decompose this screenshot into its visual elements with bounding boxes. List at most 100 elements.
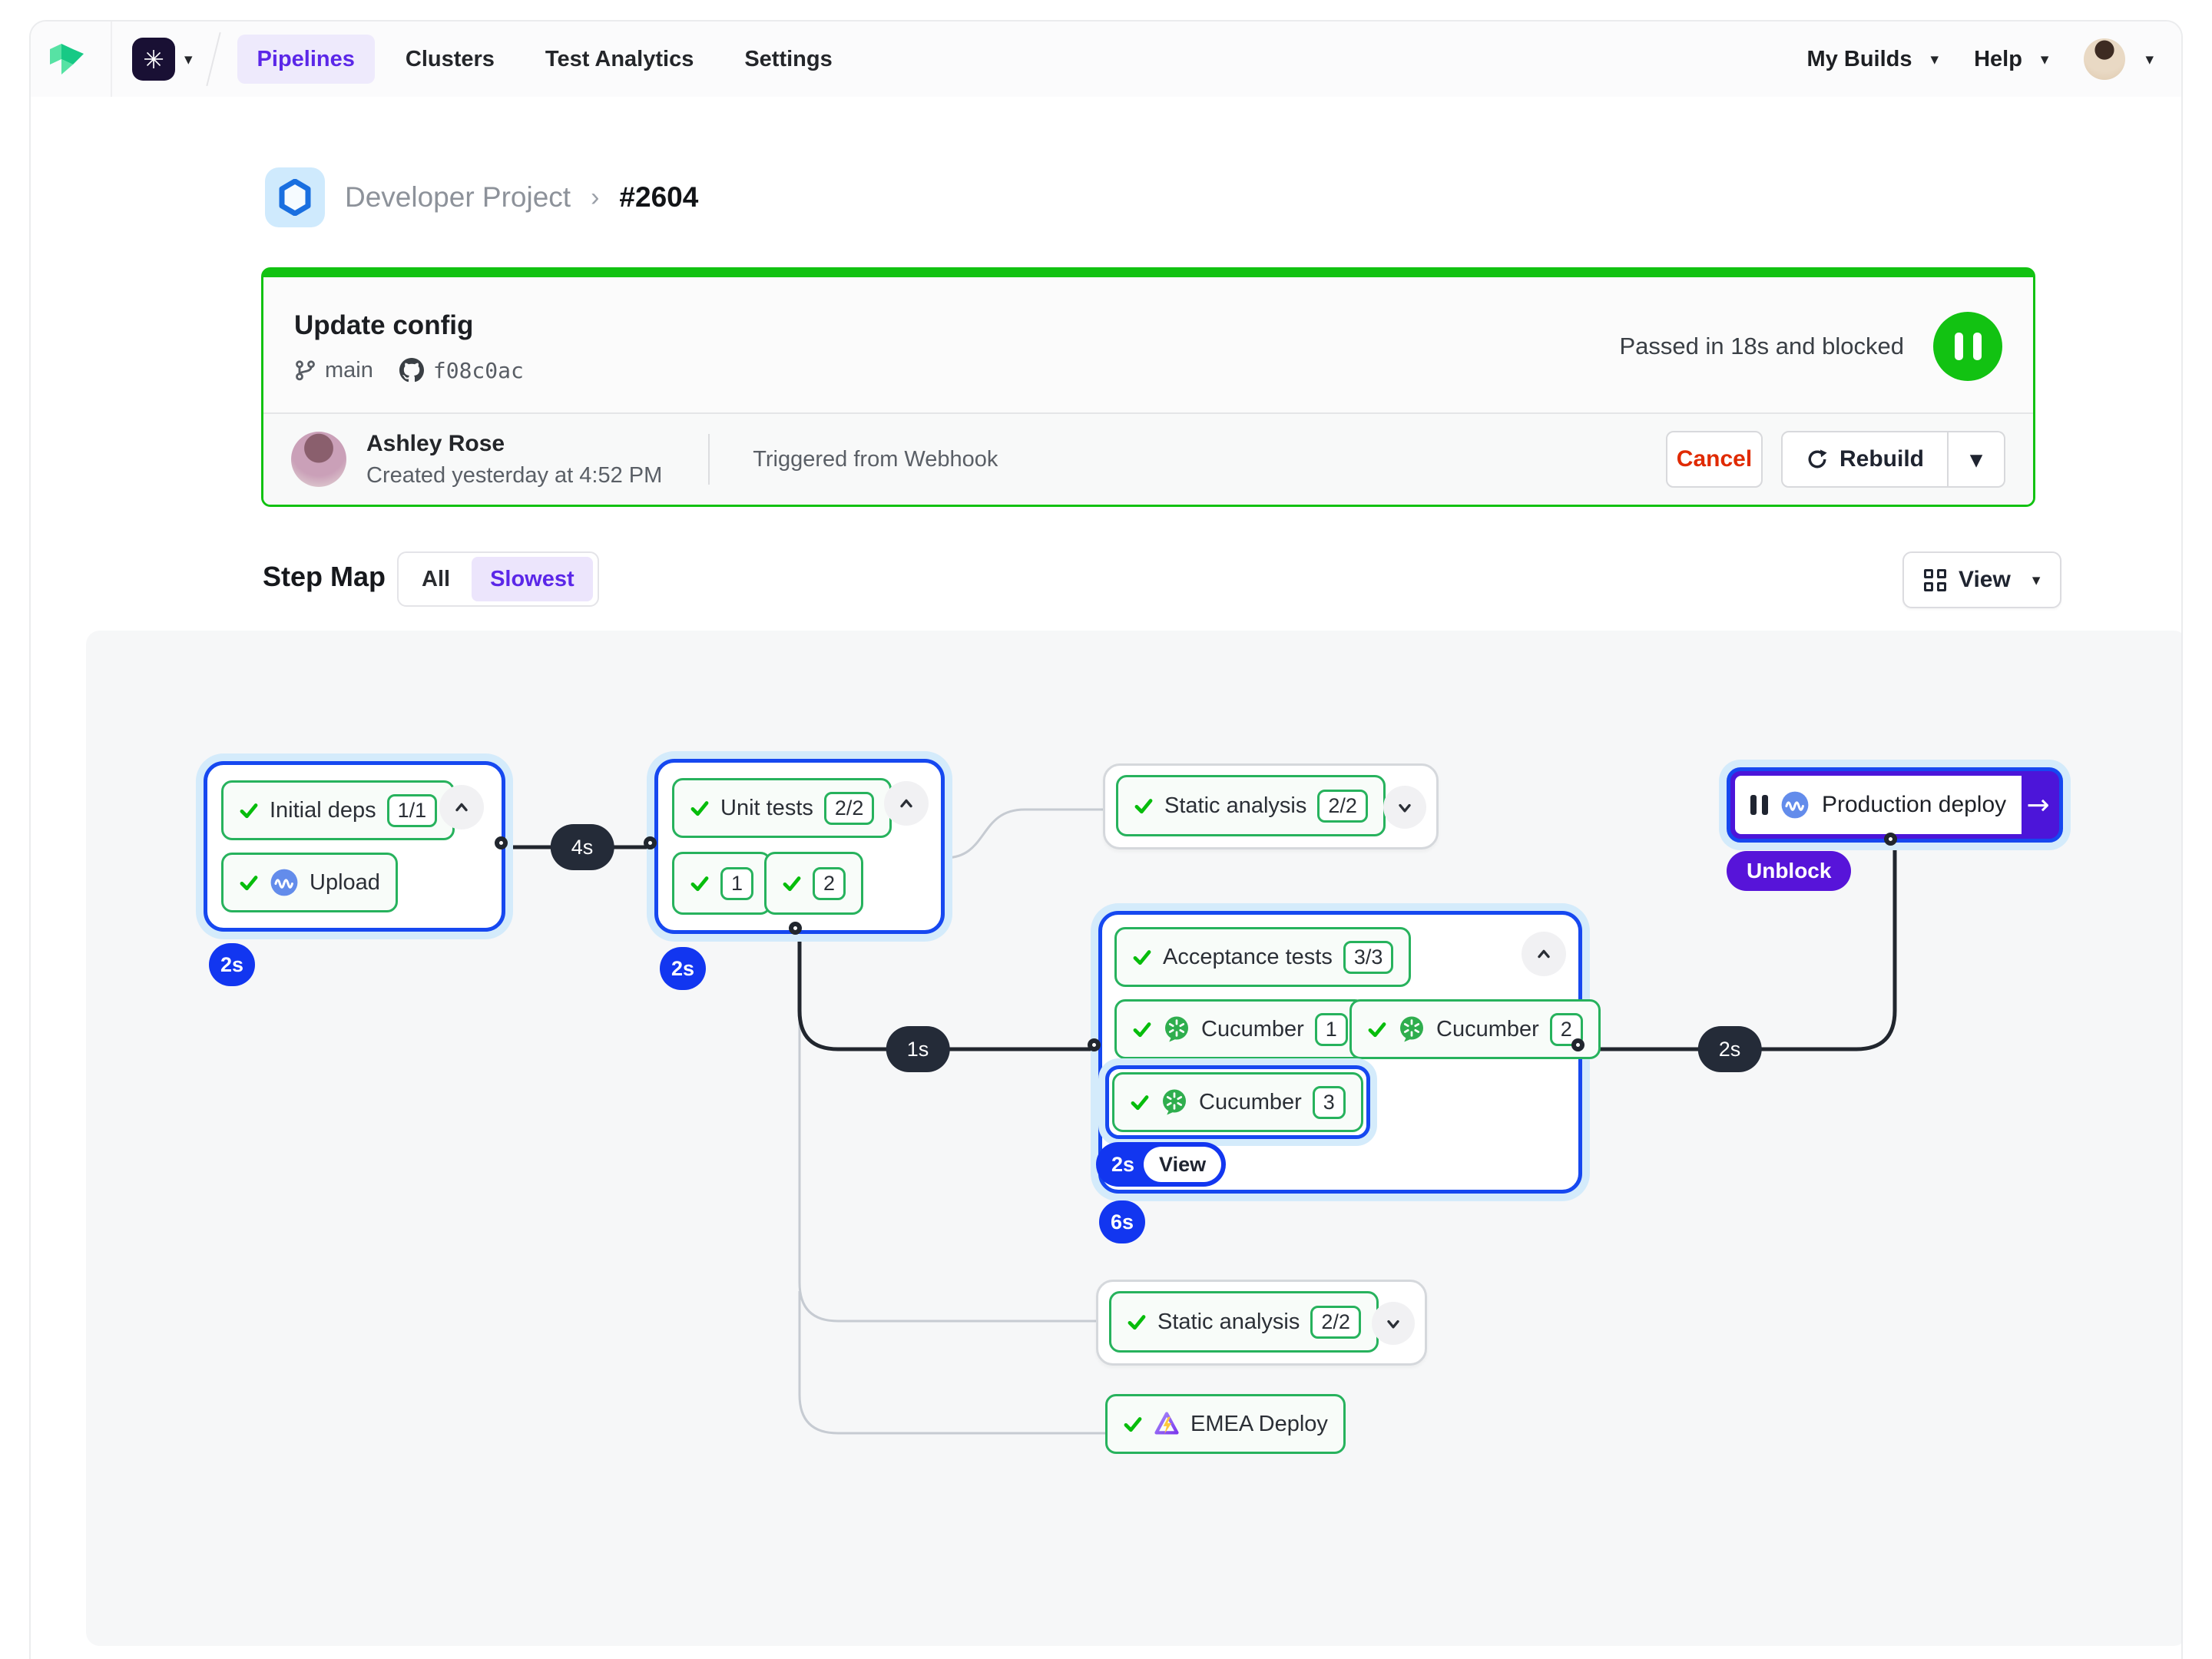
step-count-badge: 1 (1314, 1012, 1348, 1046)
tab-pipelines[interactable]: Pipelines (237, 35, 375, 84)
connector-duration: 4s (550, 824, 614, 870)
collapse-chevron-up-icon[interactable] (884, 781, 929, 826)
build-status-bar (263, 270, 2033, 277)
build-card: Update config main (261, 267, 2035, 507)
breadcrumb: Developer Project › #2604 (265, 167, 698, 227)
tab-test-analytics[interactable]: Test Analytics (545, 46, 694, 71)
duration-badge: 2s (209, 943, 256, 986)
step-static-analysis-bottom[interactable]: Static analysis 2/2 (1109, 1291, 1379, 1353)
step-count-badge: 2 (813, 866, 846, 900)
user-menu[interactable]: ▾ (2084, 38, 2154, 80)
org-switcher-button[interactable]: ✳ (132, 38, 175, 81)
branch-info[interactable]: main (294, 358, 373, 383)
step-count-badge: 2/2 (823, 791, 875, 825)
cancel-button[interactable]: Cancel (1666, 431, 1763, 488)
collapse-chevron-up-icon[interactable] (439, 785, 484, 830)
check-icon (240, 803, 258, 819)
step-label: Unit tests (720, 795, 813, 820)
arrow-right-icon[interactable]: → (2026, 789, 2050, 821)
step-production-deploy[interactable]: Production deploy → (1727, 767, 2063, 843)
view-dropdown-button[interactable]: View ▾ (1902, 551, 2062, 608)
commit-info[interactable]: f08c0ac (399, 358, 524, 383)
check-icon (1131, 1095, 1149, 1111)
expand-chevron-down-icon[interactable] (1383, 786, 1426, 829)
rebuild-label: Rebuild (1839, 446, 1924, 472)
pipeline-icon[interactable] (265, 167, 325, 227)
help-menu[interactable]: Help ▾ (1974, 47, 2048, 72)
trigger-source: Triggered from Webhook (753, 446, 998, 472)
step-unit-tests[interactable]: Unit tests 2/2 (672, 778, 892, 838)
build-created-at: Created yesterday at 4:52 PM (366, 462, 663, 488)
nav-divider (111, 22, 112, 97)
check-icon (1133, 1022, 1151, 1038)
top-nav: ✳ ▾ Pipelines Clusters Test Analytics Se… (31, 22, 2181, 97)
commit-hash: f08c0ac (432, 357, 524, 383)
check-icon (1134, 799, 1153, 814)
step-count-badge: 1/1 (386, 793, 438, 827)
check-icon (1128, 1315, 1146, 1330)
rebuild-button[interactable]: Rebuild (1781, 431, 1949, 488)
build-blocked-pause-icon[interactable] (1933, 312, 2002, 381)
git-branch-icon (296, 360, 315, 381)
nav-slash-divider (205, 31, 221, 87)
unblock-button[interactable]: Unblock (1727, 851, 1852, 891)
step-emea-deploy[interactable]: EMEA Deploy (1105, 1394, 1346, 1454)
step-map-canvas[interactable]: Initial deps 1/1 Upload 2s 4s Unit (86, 631, 2181, 1646)
connector-wires (505, 808, 1897, 1435)
step-cucumber-2[interactable]: Cucumber 2 (1349, 999, 1601, 1059)
connector-dot (1088, 1038, 1101, 1051)
selected-duration-view: 2s View (1096, 1142, 1227, 1187)
my-builds-caret-icon: ▾ (1930, 50, 1939, 68)
cucumber-icon (1163, 1089, 1186, 1115)
step-initial-deps[interactable]: Initial deps 1/1 (221, 780, 455, 840)
github-icon (399, 358, 424, 382)
check-icon (1133, 950, 1151, 965)
my-builds-label: My Builds (1806, 46, 1912, 71)
step-static-analysis-top[interactable]: Static analysis 2/2 (1116, 775, 1386, 836)
connector-dot (1571, 1038, 1584, 1051)
tab-clusters[interactable]: Clusters (405, 46, 495, 71)
step-count-badge: 3 (1312, 1085, 1346, 1119)
step-label: Cucumber (1201, 1016, 1304, 1041)
breadcrumb-build-number: #2604 (619, 181, 699, 213)
duration-label: 2s (1111, 1152, 1135, 1176)
step-unit-test-2[interactable]: 2 (764, 852, 864, 915)
step-cucumber-1[interactable]: Cucumber 1 (1114, 999, 1366, 1059)
connector-dot (495, 836, 508, 849)
step-upload[interactable]: Upload (221, 853, 398, 912)
step-map-title: Step Map (263, 561, 386, 592)
panel-static-analysis-top: Static analysis 2/2 (1103, 763, 1439, 849)
cucumber-icon (1400, 1016, 1423, 1042)
filter-all[interactable]: All (422, 566, 451, 591)
build-status-text: Passed in 18s and blocked (1619, 333, 1904, 359)
meta-divider (708, 434, 710, 485)
author-avatar (291, 432, 346, 487)
app-frame: ✳ ▾ Pipelines Clusters Test Analytics Se… (29, 20, 2183, 1659)
filter-slowest[interactable]: Slowest (472, 557, 593, 601)
step-label: Static analysis (1164, 793, 1307, 818)
rebuild-menu-button[interactable]: ▾ (1949, 431, 2005, 488)
buildkite-logo-icon[interactable] (49, 43, 84, 75)
tab-settings[interactable]: Settings (744, 46, 833, 71)
pause-icon (1750, 795, 1768, 815)
org-caret-icon[interactable]: ▾ (184, 50, 193, 68)
step-count-badge: 2/2 (1310, 1305, 1361, 1339)
step-label: Cucumber (1436, 1016, 1539, 1041)
breadcrumb-project[interactable]: Developer Project (345, 181, 571, 213)
connector-dot (789, 922, 802, 935)
view-caret-icon: ▾ (2032, 571, 2041, 589)
my-builds-menu[interactable]: My Builds ▾ (1807, 47, 1939, 72)
step-label: Static analysis (1157, 1309, 1300, 1334)
step-label: Cucumber (1199, 1089, 1302, 1114)
collapse-chevron-up-icon[interactable] (1522, 932, 1566, 976)
agent-icon (270, 869, 298, 896)
step-acceptance-tests[interactable]: Acceptance tests 3/3 (1114, 927, 1412, 987)
group-unit-tests: Unit tests 2/2 1 2 2s (654, 759, 945, 990)
step-count-badge: 1 (720, 866, 754, 900)
step-label: EMEA Deploy (1190, 1411, 1328, 1436)
step-cucumber-3[interactable]: Cucumber 3 (1112, 1072, 1363, 1132)
view-log-button[interactable]: View (1144, 1147, 1222, 1182)
user-avatar[interactable] (2084, 38, 2126, 80)
expand-chevron-down-icon[interactable] (1372, 1302, 1415, 1345)
step-unit-test-1[interactable]: 1 (672, 852, 772, 915)
